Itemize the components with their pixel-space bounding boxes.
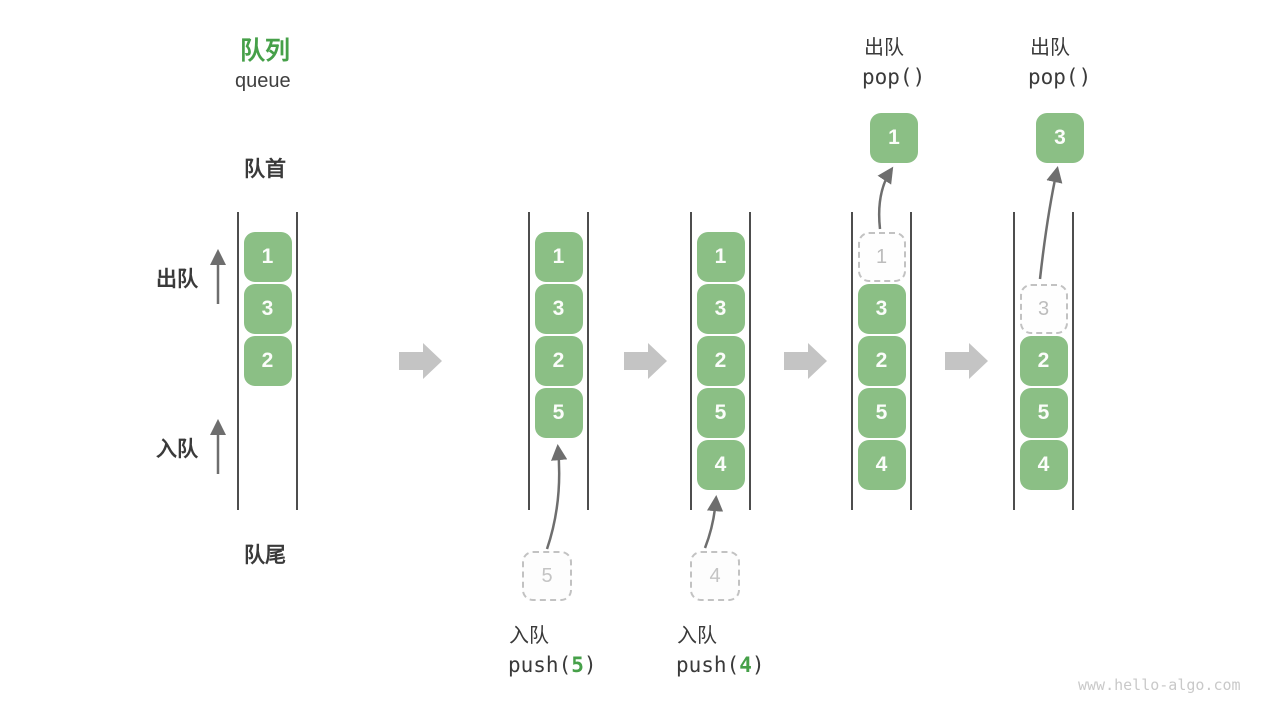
rear-label: 队尾	[244, 544, 286, 567]
queue-cell: 1	[696, 232, 745, 282]
pop-1-op-code: pop()	[862, 65, 926, 89]
queue-cell: 3	[243, 284, 292, 334]
queue-cell: 1	[243, 232, 292, 282]
push-4-op-code: push(4)	[676, 653, 765, 677]
queue-column-1: 1 3 2	[237, 212, 298, 510]
queue-column-3: 1 3 2 5 4	[690, 212, 751, 510]
code-arg: 4	[739, 653, 752, 677]
queue-cell: 2	[857, 336, 906, 386]
queue-cell: 2	[1019, 336, 1068, 386]
code-arg: 5	[571, 653, 584, 677]
queue-cell: 3	[857, 284, 906, 334]
push-4-op-label: 入队	[677, 625, 717, 647]
queue-cell: 3	[534, 284, 583, 334]
code-text: )	[583, 653, 597, 677]
queue-cell: 2	[243, 336, 292, 386]
queue-column-4: 1 3 2 5 4	[851, 212, 912, 510]
queue-cell: 4	[696, 440, 745, 490]
removed-cell-ghost: 3	[1019, 284, 1068, 334]
queue-cell: 5	[857, 388, 906, 438]
incoming-cell-ghost: 4	[690, 551, 740, 601]
removed-cell-ghost: 1	[857, 232, 906, 282]
code-text: push(	[676, 653, 740, 677]
push-5-op-label: 入队	[509, 625, 549, 647]
enqueue-label: 入队	[156, 438, 198, 461]
pop-1-op-label: 出队	[864, 37, 904, 59]
pop-2-op-label: 出队	[1030, 37, 1070, 59]
queue-cell: 1	[534, 232, 583, 282]
page-title: 队列	[240, 37, 291, 65]
queue-column-2: 1 3 2 5	[528, 212, 589, 510]
front-label: 队首	[244, 158, 286, 181]
incoming-cell-ghost: 5	[522, 551, 572, 601]
queue-cell: 2	[534, 336, 583, 386]
queue-cell: 5	[696, 388, 745, 438]
queue-column-5: 3 2 5 4	[1013, 212, 1074, 510]
page-subtitle: queue	[235, 70, 291, 92]
queue-cell: 4	[857, 440, 906, 490]
code-text: )	[751, 653, 765, 677]
push-5-op-code: push(5)	[508, 653, 597, 677]
pop-2-op-code: pop()	[1028, 65, 1092, 89]
queue-cell: 3	[696, 284, 745, 334]
watermark: www.hello-algo.com	[1078, 676, 1241, 694]
queue-cell: 5	[1019, 388, 1068, 438]
code-text: push(	[508, 653, 572, 677]
popped-cell: 1	[870, 113, 918, 163]
queue-cell: 5	[534, 388, 583, 438]
popped-cell: 3	[1036, 113, 1084, 163]
queue-cell: 2	[696, 336, 745, 386]
queue-cell: 4	[1019, 440, 1068, 490]
dequeue-label: 出队	[156, 268, 198, 291]
